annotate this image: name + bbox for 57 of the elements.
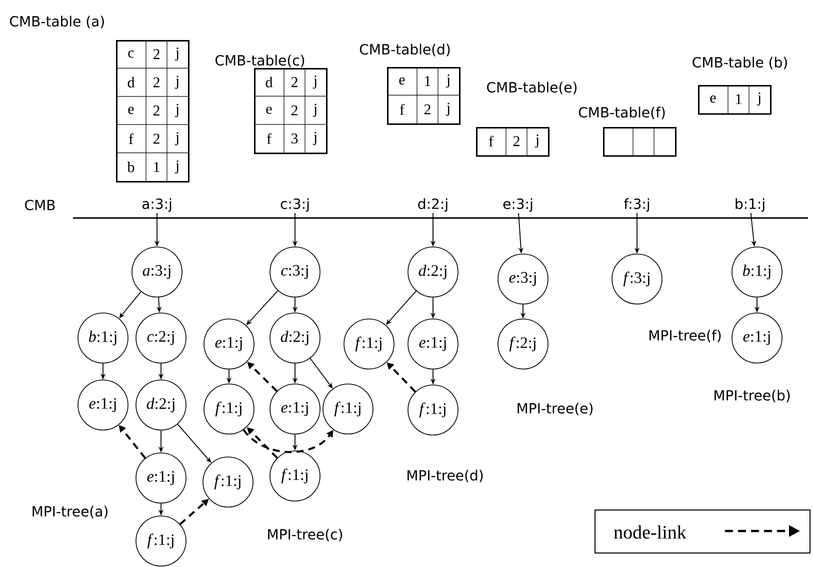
item-label: c:3:j <box>280 198 309 212</box>
table-cell: 2 <box>153 134 160 144</box>
item-label: a:3:j <box>142 198 172 212</box>
table-cell: 2 <box>424 104 430 114</box>
table-cell: j <box>312 76 316 89</box>
table-cell: 2 <box>153 77 160 88</box>
row-label: CMB <box>25 200 55 210</box>
table-cell: f <box>488 136 494 146</box>
table-heading: CMB-table(f) <box>578 106 665 120</box>
table-cell: j <box>757 92 760 106</box>
tree-caption: MPI-tree(a) <box>32 506 108 518</box>
table-heading: CMB-table(d) <box>360 44 450 56</box>
table-cell: j <box>312 132 316 146</box>
table-cell: c <box>128 50 134 58</box>
table-cell: 2 <box>513 136 520 146</box>
item-label: b:1:j <box>736 198 764 212</box>
table-cell: 1 <box>154 162 160 172</box>
table-cell: e <box>266 106 272 114</box>
table-heading: CMB-table(c) <box>216 54 304 68</box>
table-cell: f <box>128 133 134 144</box>
table-cell: j <box>174 104 178 118</box>
table-cell: d <box>128 77 135 88</box>
table-cell: j <box>534 134 538 148</box>
table-cell: j <box>446 74 450 88</box>
table-cell: 1 <box>736 94 742 104</box>
table-cell: j <box>174 48 178 61</box>
table-cell: j <box>174 76 178 89</box>
tree-caption: MPI-tree(e) <box>518 402 593 416</box>
table-cell: f <box>266 133 272 144</box>
table-cell: j <box>446 102 450 116</box>
table-heading: CMB-table (b) <box>692 56 787 70</box>
table-cell: e <box>399 78 405 85</box>
tree-caption: MPI-tree(d) <box>408 470 483 482</box>
table-cell: j <box>174 132 178 146</box>
table-cell: 2 <box>153 49 160 60</box>
table-heading: CMB-table (a) <box>10 16 104 28</box>
tree-caption: MPI-tree(f) <box>650 330 721 342</box>
dashed-arrow <box>242 429 334 453</box>
table-cell: 1 <box>425 76 430 86</box>
table-cell: j <box>174 160 178 174</box>
table-cell: d <box>266 76 273 88</box>
item-label: f:3:j <box>624 198 650 212</box>
table-cell: e <box>128 106 134 114</box>
tree-caption: MPI-tree(c) <box>268 528 342 542</box>
item-label: d:2:j <box>418 198 448 212</box>
table-cell: e <box>710 96 716 103</box>
table-cell: 3 <box>291 133 298 144</box>
table-cell: 2 <box>291 77 298 88</box>
table-heading: CMB-table(e) <box>487 82 577 94</box>
table-cell: f <box>400 104 404 115</box>
legend-text: node-link <box>614 525 686 539</box>
table-cell: b <box>127 162 134 172</box>
table-cell: j <box>312 104 316 117</box>
table-cell: 2 <box>153 106 160 116</box>
tree-caption: MPI-tree(b) <box>714 390 790 402</box>
item-label: e:3:j <box>503 198 532 212</box>
table-cell: 2 <box>291 105 298 116</box>
